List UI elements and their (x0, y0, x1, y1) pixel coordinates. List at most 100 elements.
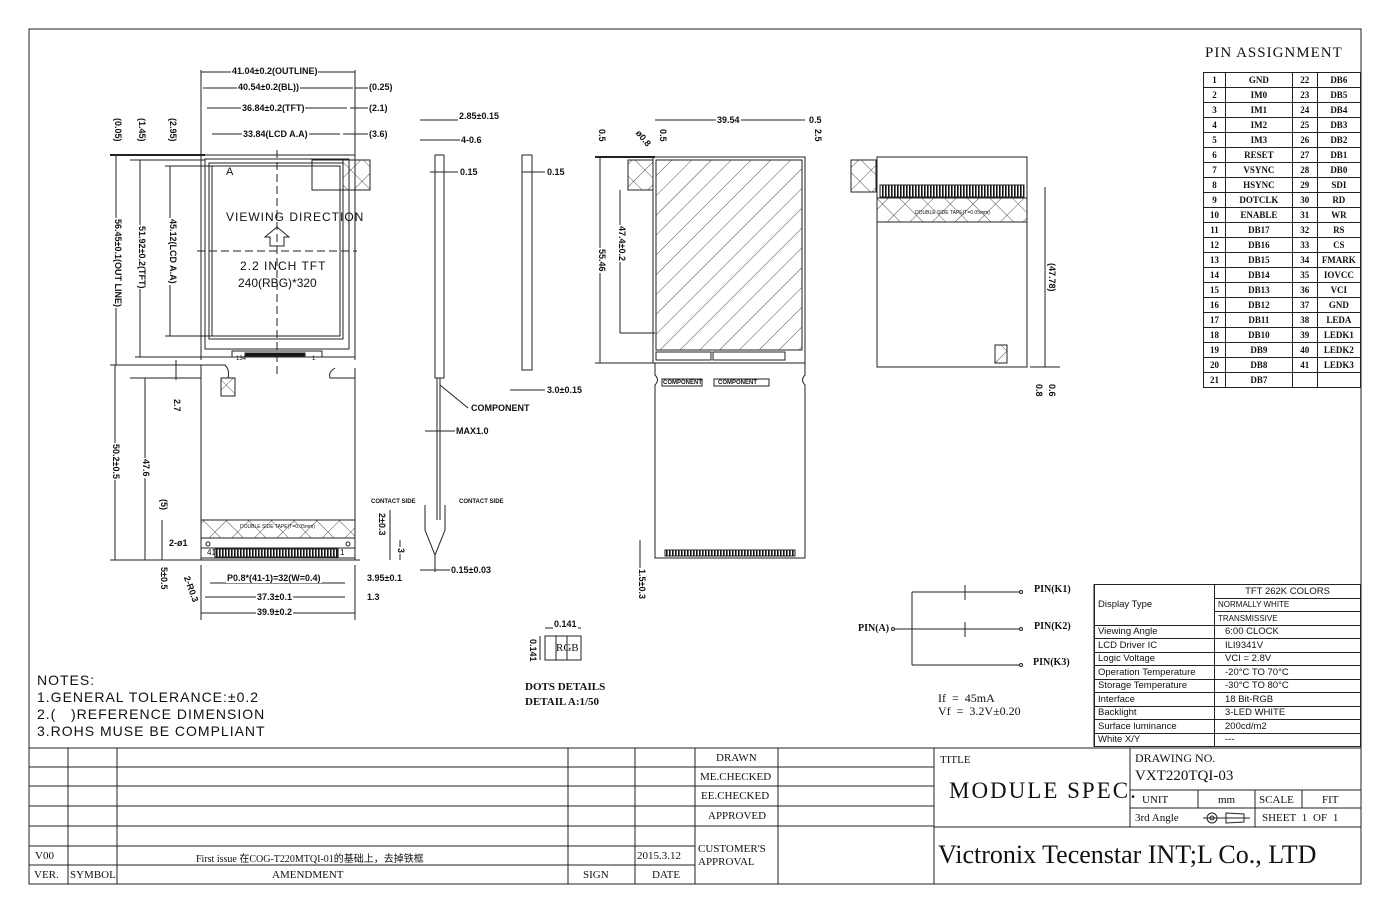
pin-signal: DB7 (1225, 372, 1293, 388)
pin-number: 40 (1291, 342, 1318, 358)
unit-label: UNIT (1142, 794, 1169, 806)
dim-label: 37.3±0.1 (256, 592, 293, 602)
spec-label: Backlight (1094, 705, 1215, 720)
spec-value: --- (1214, 732, 1361, 747)
rear-view (850, 156, 1060, 368)
spec-value: 3-LED WHITE (1214, 705, 1361, 720)
header-symbol: SYMBOL (70, 869, 116, 881)
dim-bl-width: 40.54±0.2(BL)) (237, 82, 300, 92)
dim-label: (0.05) (113, 117, 123, 143)
contact-side-label: CONTACT SIDE (370, 499, 417, 505)
dim-label: 3 (396, 547, 406, 555)
dim-label: 0.141 (528, 638, 538, 663)
pin-label: 1 (312, 356, 316, 362)
pin-number: 26 (1291, 132, 1318, 148)
pin-number: 9 (1202, 192, 1227, 208)
pin-signal: DB0 (1316, 162, 1362, 178)
pin-number: 20 (1202, 357, 1227, 373)
dim-label: 0.15 (546, 167, 566, 177)
pin-signal: LEDK3 (1316, 357, 1362, 373)
pin-number: 16 (1202, 297, 1227, 313)
drawing-no: VXT220TQI-03 (1135, 768, 1234, 784)
pin-number: 6 (1202, 147, 1227, 163)
approval-ee-checked: EE.CHECKED (701, 790, 770, 802)
dim-label: 0.15±0.03 (450, 565, 492, 575)
pin-signal: RD (1316, 192, 1362, 208)
approval-drawn: DRAWN (716, 752, 757, 764)
projection-label: 3rd Angle (1135, 812, 1179, 824)
pin-number: 22 (1291, 72, 1318, 88)
dim-label: (1.45) (137, 117, 147, 143)
dim-label: 0.6 (1047, 383, 1057, 398)
header-sign: SIGN (583, 869, 609, 881)
dim-outline-height: 56.45±0.1(OUT LINE) (113, 218, 123, 308)
dim-label: 0.5 (808, 115, 823, 125)
pin-signal: LEDA (1316, 312, 1362, 328)
pin-k1-label: PIN(K1) (1034, 584, 1071, 595)
pin-signal: DB2 (1316, 132, 1362, 148)
pin-number: 32 (1291, 222, 1318, 238)
pin-number: 24 (1291, 102, 1318, 118)
pin-signal: RESET (1225, 147, 1293, 163)
spec-label: White X/Y (1094, 732, 1215, 747)
pin-number: 15 (1202, 282, 1227, 298)
size-label: 2.2 INCH TFT (240, 259, 327, 273)
dim-label: 0.15 (459, 167, 479, 177)
dim-label: 4-0.6 (460, 135, 483, 145)
resolution-label: 240(RBG)*320 (238, 276, 317, 290)
dim-label: 2±0.3 (377, 512, 387, 537)
pin-signal: GND (1225, 72, 1293, 88)
sheet-label: SHEET 1 OF 1 (1262, 812, 1339, 824)
note-item: 1.GENERAL TOLERANCE:±0.2 (37, 689, 260, 705)
rev-amendment: First issue 在COG-T220MTQI-01的基础上，去掉铁框 (196, 854, 424, 865)
spec-label: Storage Temperature (1094, 678, 1215, 693)
dim-label: 3.0±0.15 (546, 385, 583, 395)
unit-value: mm (1218, 794, 1236, 806)
approval-me-checked: ME.CHECKED (700, 771, 772, 783)
title-label: TITLE (940, 754, 971, 766)
spec-value: 200cd/m2 (1214, 719, 1361, 734)
table-row: White X/Y--- (1094, 732, 1361, 747)
pin-label: 1 (340, 548, 345, 557)
pin-signal: LEDK1 (1316, 327, 1362, 343)
spec-value: -30°C TO 80°C (1214, 678, 1361, 693)
dim-label: 2.7 (172, 398, 182, 413)
pin-number: 14 (1202, 267, 1227, 283)
pin-number: 28 (1291, 162, 1318, 178)
led-schematic (891, 585, 1023, 667)
led-voltage: Vf = 3.2V±0.20 (938, 704, 1021, 718)
pin-signal: DB16 (1225, 237, 1293, 253)
spec-value: NORMALLY WHITE (1214, 597, 1361, 612)
spec-label: Interface (1094, 692, 1215, 707)
dim-label: (5) (159, 498, 169, 511)
tape-label: DOUBLE SIDE TAPE(T=0.05mm) (240, 524, 315, 530)
pin-signal: WR (1316, 207, 1362, 223)
dim-tft-height: 51.92±0.2(TFT) (137, 225, 147, 290)
pin-number: 8 (1202, 177, 1227, 193)
rev-version: V00 (35, 850, 54, 862)
pin-signal: VSYNC (1225, 162, 1293, 178)
pin-signal: IOVCC (1316, 267, 1362, 283)
pin-a-label: PIN(A) (858, 623, 890, 634)
pin-number: 17 (1202, 312, 1227, 328)
pin-number: 34 (1291, 252, 1318, 268)
dim-label: 39.9±0.2 (256, 607, 293, 617)
spec-value: ILI9341V (1214, 638, 1361, 653)
spec-value: VCI = 2.8V (1214, 651, 1361, 666)
module-title: MODULE SPEC. (949, 778, 1138, 803)
pin-signal: DB4 (1316, 102, 1362, 118)
component-label: COMPONENT (663, 380, 702, 386)
dim-hole: 2-ø1 (168, 538, 189, 548)
pin-signal: DB12 (1225, 297, 1293, 313)
